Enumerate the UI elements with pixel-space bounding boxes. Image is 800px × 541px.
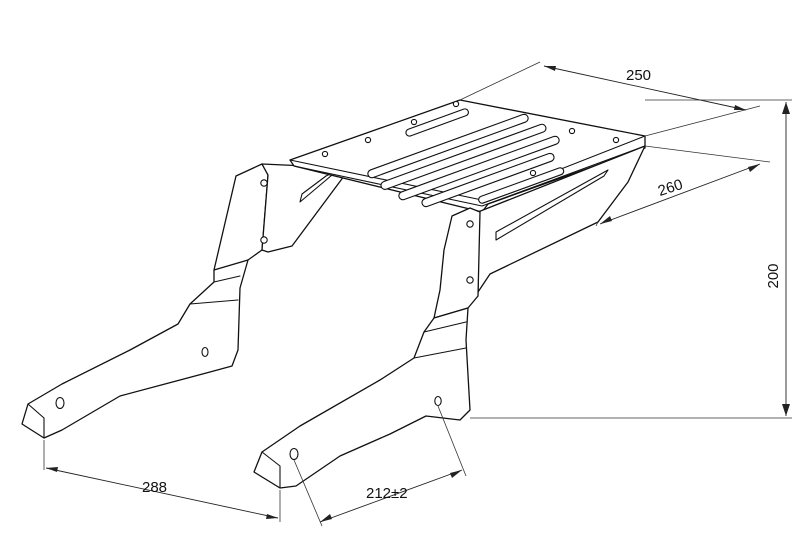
dim-label-260: 260 xyxy=(656,176,685,200)
dimension-260: 260 xyxy=(595,145,771,227)
dimension-200: 200 xyxy=(470,99,792,419)
dimension-250: 250 xyxy=(459,61,761,137)
dimension-288: 288 xyxy=(43,440,281,522)
dimension-212: 212±2 xyxy=(293,405,467,527)
top-plate xyxy=(289,99,646,213)
dim-label-212: 212±2 xyxy=(366,485,408,502)
right-bracket xyxy=(253,145,646,489)
dim-label-288: 288 xyxy=(142,479,167,496)
dim-label-250: 250 xyxy=(626,67,651,84)
dim-label-200: 200 xyxy=(765,263,782,288)
left-bracket xyxy=(21,163,351,439)
